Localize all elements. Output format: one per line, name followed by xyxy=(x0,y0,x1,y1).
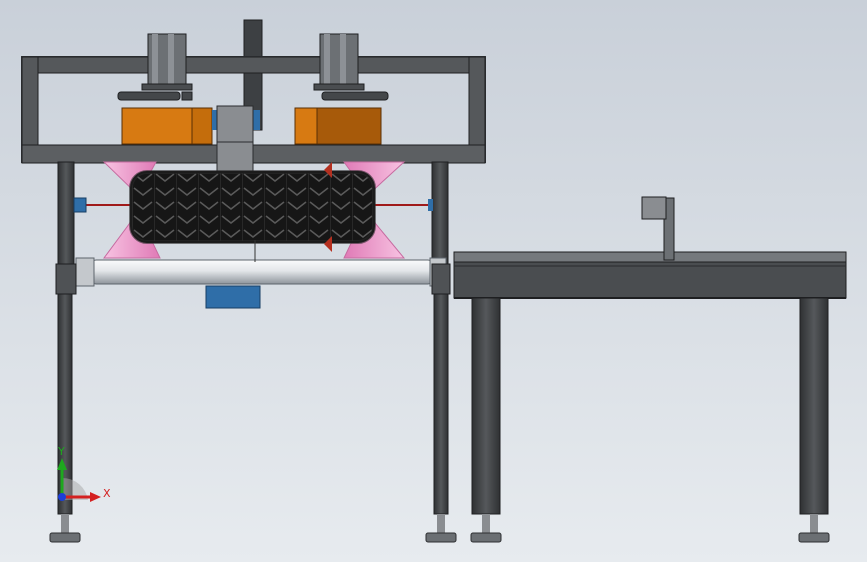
conveyor-table xyxy=(453,251,847,299)
axis-x-arrow xyxy=(90,492,101,502)
tire xyxy=(129,162,376,252)
gearbox-right xyxy=(294,107,382,145)
center-carriage xyxy=(216,105,254,175)
gearbox-left xyxy=(121,107,213,145)
axle-end-block-right xyxy=(428,199,433,211)
axis-y-label: Y xyxy=(57,445,65,458)
roller-drive-motor xyxy=(205,285,261,309)
upper-frame-top-beam xyxy=(21,56,486,74)
inner-post-right xyxy=(431,161,449,267)
foot-left xyxy=(49,514,81,543)
leg-right xyxy=(433,293,449,515)
axis-y-arrow xyxy=(57,458,67,470)
inner-post-left xyxy=(57,161,75,267)
conveyor-leg-right xyxy=(799,297,829,515)
axle-end-block-left xyxy=(73,197,87,213)
conveyor-foot-right xyxy=(798,514,830,543)
foot-right xyxy=(425,514,457,543)
servo-motor-left xyxy=(117,33,193,101)
coupling-left xyxy=(212,110,220,130)
stop-post xyxy=(641,196,675,261)
conveyor-leg-left xyxy=(471,297,501,515)
servo-motor-right xyxy=(313,33,389,101)
axis-z-dot xyxy=(58,493,66,501)
coupling-right xyxy=(252,110,260,130)
roller-bracket-left xyxy=(55,263,77,295)
conveyor-foot-left xyxy=(470,514,502,543)
roller-bracket-right xyxy=(431,263,451,295)
coordinate-triad: Y X xyxy=(57,445,111,502)
axis-x-label: X xyxy=(103,487,111,500)
